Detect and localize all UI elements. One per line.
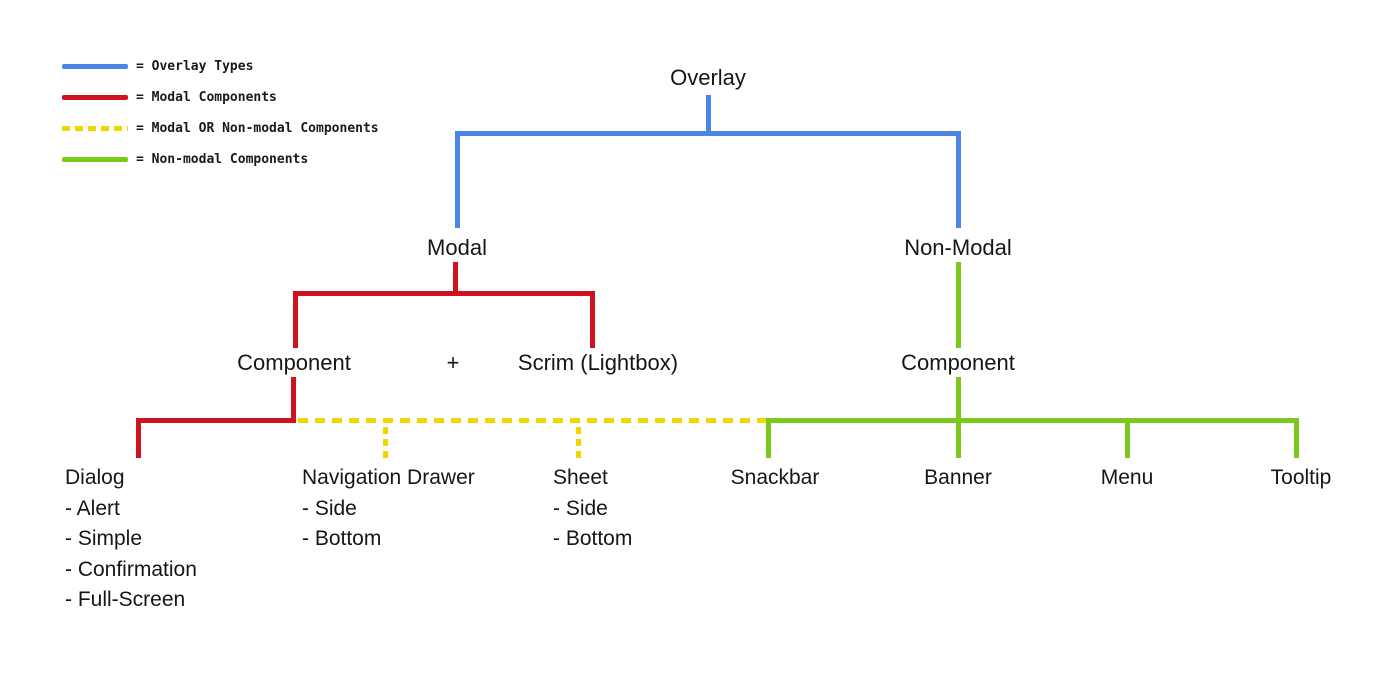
- leaf-sub-item: - Alert: [65, 496, 120, 520]
- node-modal-component: Component: [237, 350, 351, 375]
- node-nonmodal: Non-Modal: [904, 235, 1012, 260]
- red-line-swatch-icon: [62, 95, 128, 100]
- leaf-label: Menu: [1100, 466, 1154, 489]
- leaf-dialog: Dialog - Alert - Simple - Confirmation -…: [65, 463, 197, 616]
- legend-item-overlay-types: = Overlay Types: [62, 59, 379, 74]
- yellow-dashed-line-swatch-icon: [62, 126, 128, 131]
- edge-branch-to-dialog: [136, 418, 296, 423]
- edge-drop-to-menu: [1125, 418, 1130, 458]
- legend-label: = Non-modal Components: [136, 152, 309, 167]
- leaf-tooltip: Tooltip: [1216, 463, 1386, 494]
- edge-nonmodal-branch: [766, 418, 1299, 423]
- edge-drop-to-dialog: [136, 418, 141, 458]
- edge-drop-to-tooltip: [1294, 418, 1299, 458]
- edge-drop-to-scrim: [590, 291, 595, 348]
- leaf-label: Navigation Drawer: [302, 466, 475, 489]
- leaf-banner: Banner: [873, 463, 1043, 494]
- leaf-label: Banner: [924, 466, 992, 489]
- leaf-sheet: Sheet - Side - Bottom: [553, 463, 632, 555]
- leaf-sub-item: - Side: [553, 496, 608, 520]
- legend-item-nonmodal-components: = Non-modal Components: [62, 152, 379, 167]
- blue-line-swatch-icon: [62, 64, 128, 69]
- leaf-sub-item: - Full-Screen: [65, 588, 186, 611]
- edge-nonmodal-component-stem: [956, 377, 961, 458]
- edge-modal-stem: [453, 262, 458, 296]
- edge-component-stem: [291, 377, 296, 423]
- green-line-swatch-icon: [62, 157, 128, 162]
- leaf-label: Snackbar: [730, 466, 820, 489]
- leaf-label: Dialog: [65, 466, 125, 489]
- edge-shared-branch: [298, 418, 766, 423]
- legend-label: = Overlay Types: [136, 59, 254, 74]
- edge-nonmodal-stem: [956, 262, 961, 348]
- edge-drop-to-component: [293, 291, 298, 348]
- edge-overlay-stem: [706, 95, 711, 136]
- leaf-snackbar: Snackbar: [690, 463, 860, 494]
- node-nonmodal-component: Component: [901, 350, 1015, 375]
- legend: = Overlay Types = Modal Components = Mod…: [62, 59, 379, 167]
- leaf-menu: Menu: [1042, 463, 1212, 494]
- plus-operator: +: [446, 350, 460, 375]
- legend-label: = Modal Components: [136, 90, 277, 105]
- leaf-sub-item: - Bottom: [553, 527, 633, 550]
- legend-label: = Modal OR Non-modal Components: [136, 121, 379, 136]
- edge-drop-to-sheet: [576, 427, 581, 458]
- node-modal: Modal: [427, 235, 487, 260]
- leaf-navigation-drawer: Navigation Drawer - Side - Bottom: [302, 463, 475, 555]
- edge-overlay-branch: [455, 131, 961, 136]
- leaf-sub-item: - Confirmation: [65, 557, 197, 581]
- leaf-label: Sheet: [553, 466, 608, 489]
- edge-drop-to-modal: [455, 131, 460, 228]
- leaf-label: Tooltip: [1270, 466, 1332, 489]
- edge-drop-to-snackbar: [766, 418, 771, 458]
- legend-item-modal-components: = Modal Components: [62, 90, 379, 105]
- leaf-sub-item: - Side: [302, 496, 357, 520]
- edge-modal-branch: [293, 291, 595, 296]
- leaf-sub-item: - Simple: [65, 527, 143, 550]
- node-overlay: Overlay: [670, 65, 746, 90]
- edge-drop-to-nav-drawer: [383, 427, 388, 458]
- leaf-sub-item: - Bottom: [302, 527, 382, 550]
- legend-item-modal-or-nonmodal: = Modal OR Non-modal Components: [62, 121, 379, 136]
- edge-drop-to-nonmodal: [956, 131, 961, 228]
- node-scrim: Scrim (Lightbox): [517, 350, 679, 375]
